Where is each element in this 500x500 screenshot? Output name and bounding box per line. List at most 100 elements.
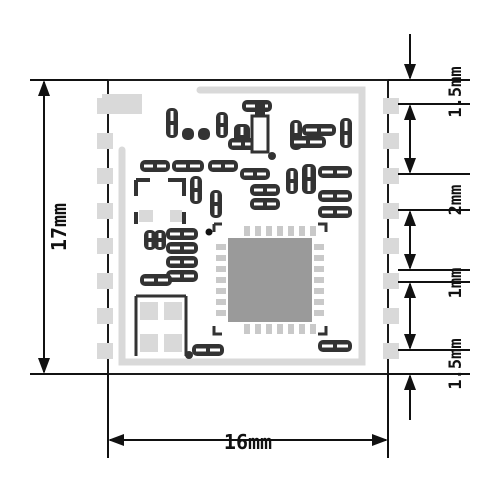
passive-25 <box>166 228 198 240</box>
passive-28 <box>154 230 166 250</box>
chip-pad-bottom-7 <box>310 324 316 334</box>
pitch-label-2mm: 2mm <box>446 185 466 216</box>
left-pin-4 <box>97 203 113 219</box>
passive-33 <box>318 340 352 352</box>
passive-18 <box>318 166 352 178</box>
ground-pad-1 <box>140 302 158 320</box>
right-pin-2 <box>383 133 399 149</box>
ground-pad-2 <box>164 302 182 320</box>
passive-19 <box>190 176 202 204</box>
chip-pads <box>216 226 324 334</box>
passive-30 <box>166 270 198 282</box>
passive-9 <box>340 118 352 148</box>
passive-5 <box>198 128 210 140</box>
silkscreen-frame <box>118 86 366 366</box>
chip-pad-top-4 <box>277 226 283 236</box>
left-pin-6 <box>97 273 113 289</box>
right-pin-8 <box>383 343 399 359</box>
passive-27 <box>144 230 156 250</box>
crystal-footprint <box>134 178 186 224</box>
chip-pad-top-3 <box>266 226 272 236</box>
chip-pad-left-4 <box>216 277 226 283</box>
chip-pad-right-7 <box>314 310 324 316</box>
chip-pad-right-5 <box>314 288 324 294</box>
chip-pad-bottom-4 <box>277 324 283 334</box>
chip-pad-right-1 <box>314 244 324 250</box>
passive-3 <box>216 112 228 138</box>
passive-13 <box>172 160 204 172</box>
passive-16 <box>286 168 298 194</box>
right-pin-3 <box>383 168 399 184</box>
passive-17 <box>302 164 316 194</box>
fiducial-dot-1 <box>268 152 276 160</box>
passive-29 <box>166 256 198 268</box>
passive-22 <box>250 198 280 210</box>
passive-2 <box>166 108 178 138</box>
left-pin-1 <box>97 98 113 114</box>
passive-21 <box>210 190 222 218</box>
pitch-label-bottom: 1.5mm <box>446 338 466 389</box>
passive-26 <box>166 242 198 254</box>
chip-pad-left-5 <box>216 288 226 294</box>
passive-8 <box>302 124 336 136</box>
ground-pads <box>134 294 188 356</box>
left-pin-8 <box>97 343 113 359</box>
dimension-arrows <box>38 64 416 446</box>
ground-pad-4 <box>164 334 182 352</box>
passive-20 <box>250 184 280 196</box>
ground-pad-3 <box>140 334 158 352</box>
passive-11 <box>290 136 326 148</box>
right-pin-6 <box>383 273 399 289</box>
chip-pad-left-3 <box>216 266 226 272</box>
chip-pad-left-7 <box>216 310 226 316</box>
chip-pad-left-1 <box>216 244 226 250</box>
passive-components <box>140 100 352 356</box>
chip-pad-right-4 <box>314 277 324 283</box>
passive-4 <box>182 128 194 140</box>
height-label: 17mm <box>47 203 71 251</box>
crystal-pad-2 <box>170 210 182 222</box>
chip-corner-marks <box>212 222 328 336</box>
chip-pad-right-3 <box>314 266 324 272</box>
passive-31 <box>140 274 172 286</box>
chip-pad-right-2 <box>314 255 324 261</box>
left-pin-7 <box>97 308 113 324</box>
crystal-pad-1 <box>139 210 153 222</box>
chip-pad-bottom-6 <box>299 324 305 334</box>
left-pin-3 <box>97 168 113 184</box>
inductor <box>250 104 270 154</box>
left-edge-pins <box>97 98 113 359</box>
passive-12 <box>140 160 170 172</box>
passive-24 <box>318 206 352 218</box>
fiducial-dot-2 <box>185 351 193 359</box>
chip-pad-bottom-5 <box>288 324 294 334</box>
pitch-label-top: 1.5mm <box>446 66 466 117</box>
chip-pad-left-2 <box>216 255 226 261</box>
chip-body <box>228 238 312 322</box>
right-pin-1 <box>383 98 399 114</box>
width-label: 16mm <box>224 430 272 454</box>
chip-pad-bottom-2 <box>255 324 261 334</box>
passive-23 <box>318 190 352 202</box>
qfn-chip <box>205 222 328 336</box>
chip-pad-bottom-3 <box>266 324 272 334</box>
chip-pad-top-7 <box>310 226 316 236</box>
passive-15 <box>240 168 270 180</box>
right-pin-5 <box>383 238 399 254</box>
passive-14 <box>208 160 238 172</box>
chip-pad-bottom-1 <box>244 324 250 334</box>
left-pin-2 <box>97 133 113 149</box>
chip-pad-right-6 <box>314 299 324 305</box>
pin1-dot <box>205 228 213 236</box>
pitch-label-1mm: 1mm <box>446 268 466 299</box>
left-pin-5 <box>97 238 113 254</box>
right-pin-7 <box>383 308 399 324</box>
right-edge-pins <box>383 98 399 359</box>
chip-pad-top-5 <box>288 226 294 236</box>
chip-pad-top-1 <box>244 226 250 236</box>
chip-pad-top-6 <box>299 226 305 236</box>
chip-pad-top-2 <box>255 226 261 236</box>
chip-pad-left-6 <box>216 299 226 305</box>
right-pin-4 <box>383 203 399 219</box>
